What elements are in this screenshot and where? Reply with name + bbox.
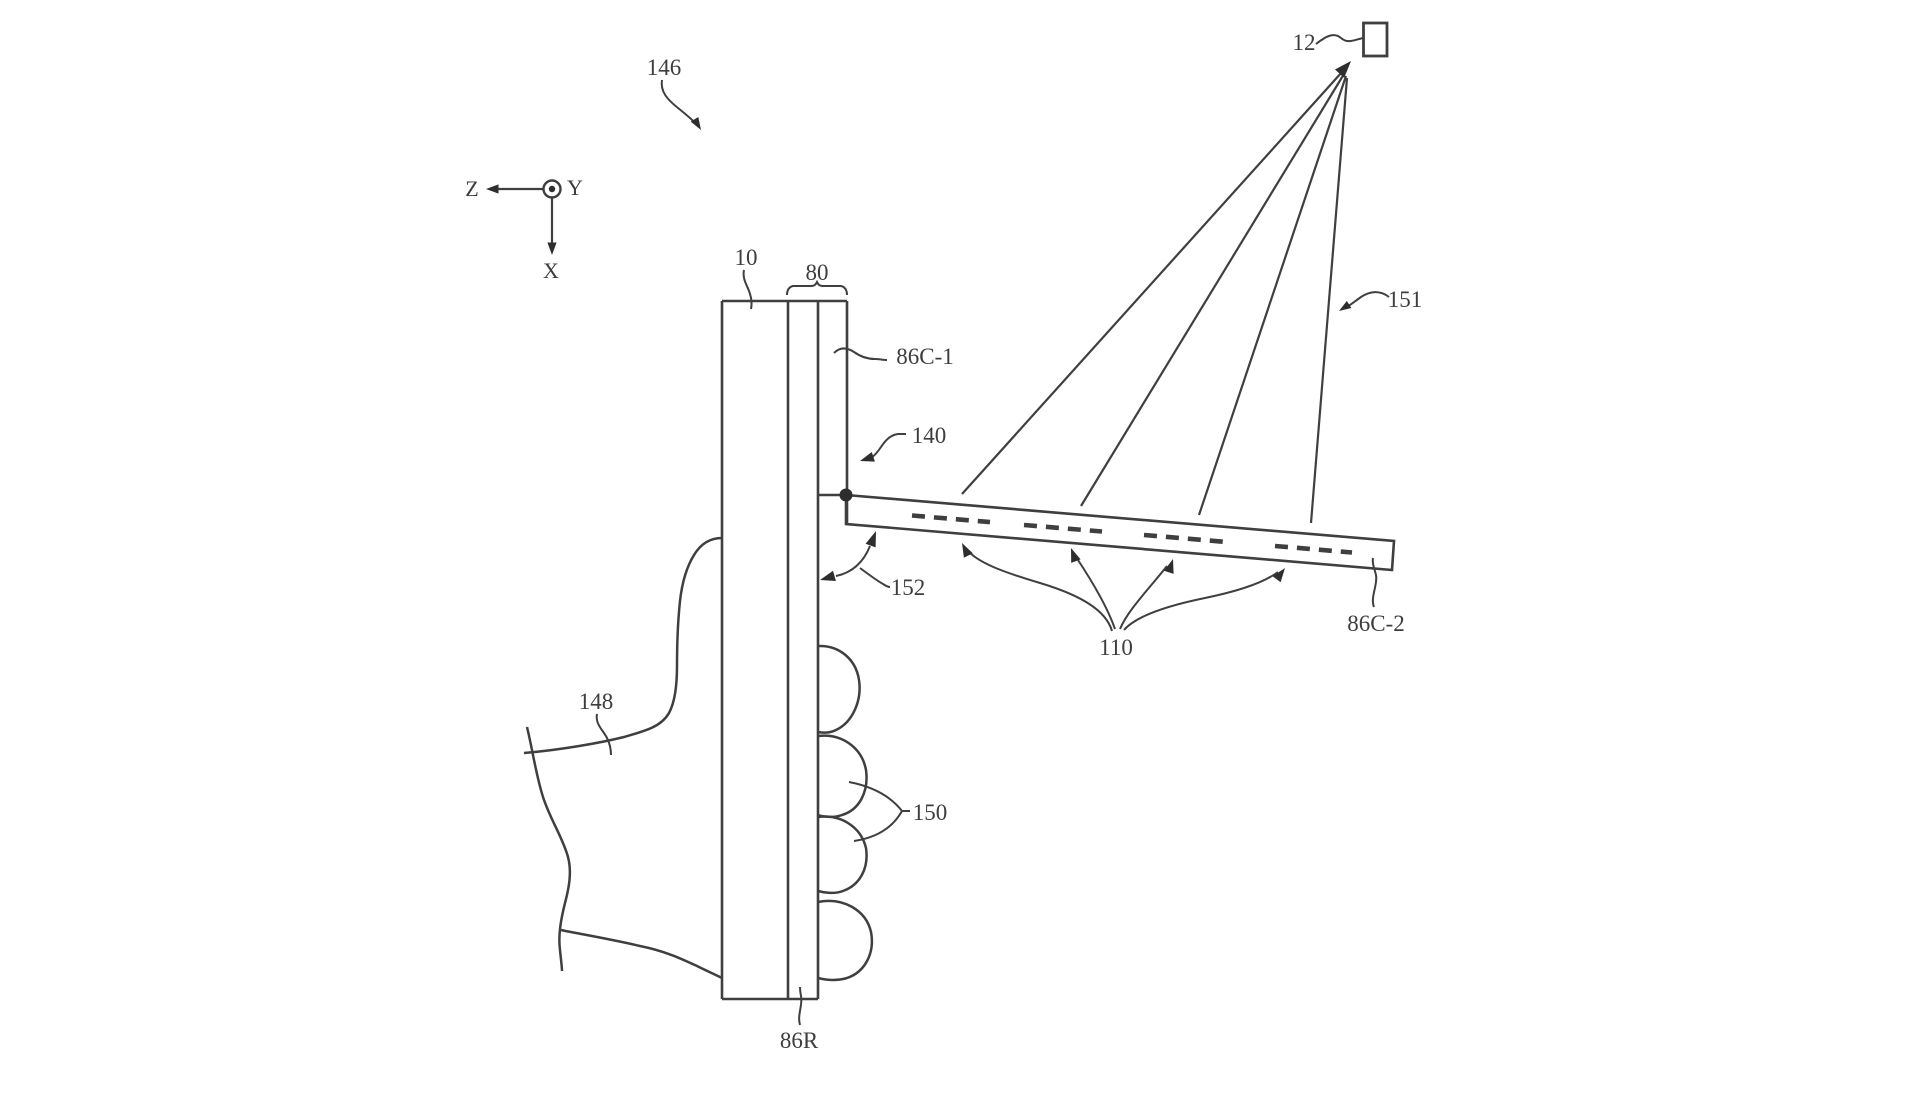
svg-text:80: 80 [806,260,829,285]
svg-text:X: X [543,258,559,283]
svg-text:86C-1: 86C-1 [896,344,954,369]
svg-text:151: 151 [1388,287,1423,312]
svg-text:Y: Y [567,175,583,200]
svg-text:148: 148 [579,689,614,714]
svg-text:146: 146 [647,55,682,80]
svg-text:12: 12 [1293,30,1316,55]
svg-text:140: 140 [912,423,947,448]
svg-text:110: 110 [1099,635,1133,660]
svg-text:86R: 86R [780,1028,819,1053]
svg-text:150: 150 [913,800,948,825]
svg-text:10: 10 [735,245,758,270]
svg-text:Z: Z [465,176,478,201]
svg-text:152: 152 [891,575,926,600]
svg-text:86C-2: 86C-2 [1347,611,1405,636]
